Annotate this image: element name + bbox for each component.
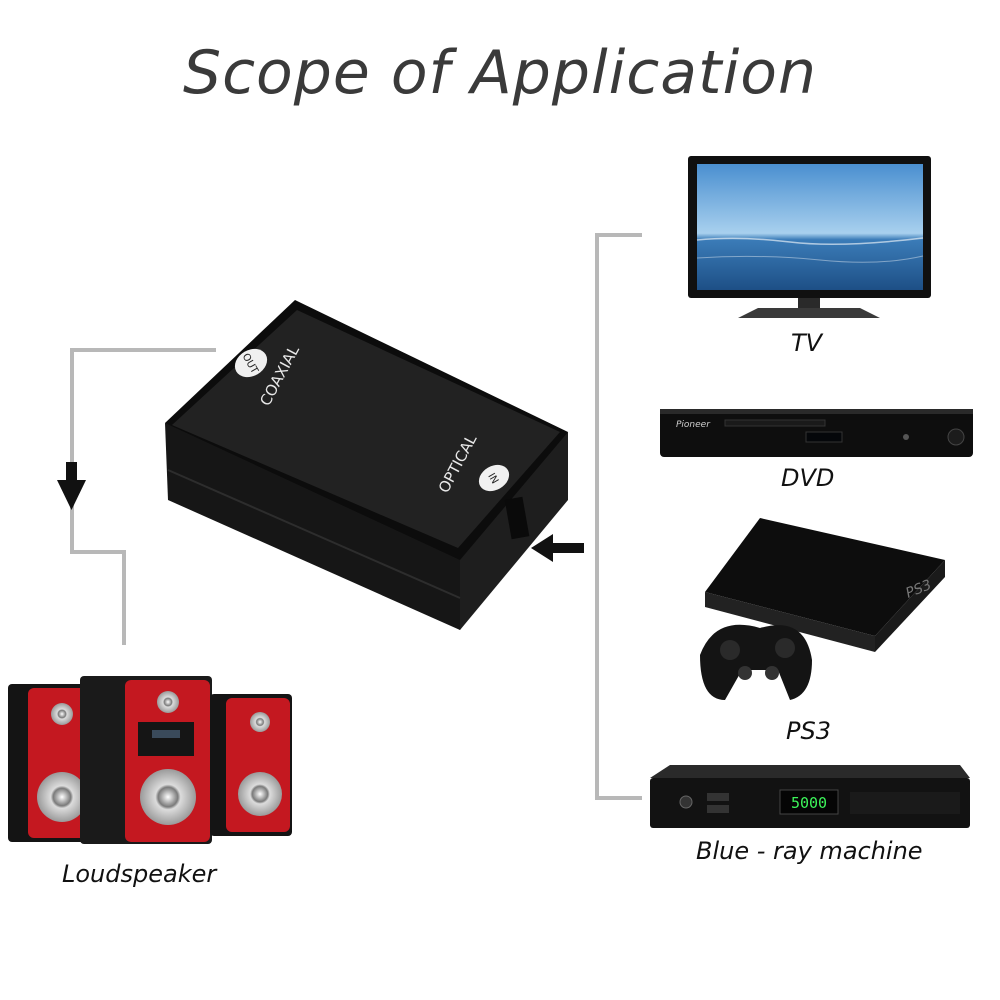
bluray-image: 5000 <box>650 765 970 828</box>
input-connector-line <box>595 233 642 800</box>
dvd-image: Pioneer <box>660 409 973 457</box>
page-title: Scope of Application <box>182 38 817 108</box>
down-arrow <box>57 462 86 510</box>
ps3-controller <box>700 624 812 700</box>
in-badge <box>478 464 510 492</box>
speaker-center <box>80 676 212 844</box>
loudspeaker-label: Loudspeaker <box>62 860 217 888</box>
output-connector-line <box>70 348 216 645</box>
tv-label: TV <box>791 329 823 357</box>
connector-lines <box>70 233 642 800</box>
ps3-label: PS3 <box>786 717 831 745</box>
dvd-label: DVD <box>781 464 835 492</box>
tv-image <box>688 156 931 318</box>
converter-box: OUT COAXIAL OPTICAL IN <box>165 300 568 630</box>
bluray-label: Blue - ray machine <box>696 837 923 865</box>
in-badge-label: IN <box>485 471 500 486</box>
ps3-image: PS3 <box>700 518 945 700</box>
loudspeaker-image <box>8 676 292 844</box>
speaker-right <box>210 694 292 836</box>
speaker-left <box>8 684 98 842</box>
dvd-brand-logo: Pioneer <box>676 420 711 430</box>
bluray-display: 5000 <box>791 794 827 812</box>
out-badge <box>234 348 268 378</box>
left-arrow <box>531 534 584 562</box>
